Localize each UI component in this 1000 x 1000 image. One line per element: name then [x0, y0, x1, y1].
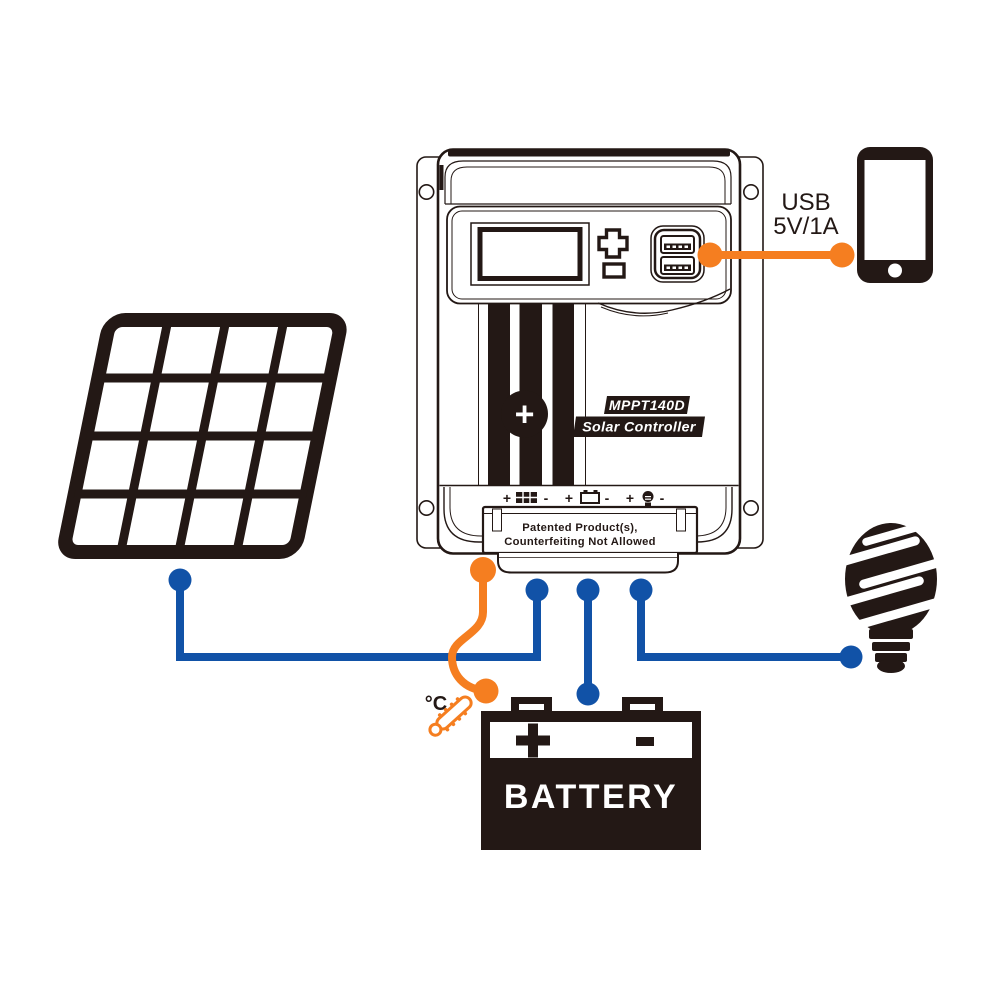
screw-hole-icon [418, 499, 435, 516]
battery-minus-label: - [605, 490, 610, 506]
solar-minus-label: - [544, 490, 549, 506]
usb-port-b-icon [660, 256, 695, 275]
usb-port-a-icon [660, 235, 695, 254]
cross-button[interactable] [597, 228, 629, 259]
product-badge: Solar Controller [573, 416, 705, 437]
screw-hole-icon [418, 184, 435, 201]
temperature-probe-icon [428, 695, 473, 737]
battery-mini-icon [580, 490, 600, 504]
screw-hole-icon [742, 184, 759, 201]
usb-ports[interactable] [650, 225, 705, 283]
patent-line1: Patented Product(s), [522, 522, 637, 534]
wire-dot [576, 578, 600, 602]
model-badge-label: MPPT140D [609, 397, 685, 413]
clip-left [492, 508, 502, 532]
wire-dot [576, 682, 600, 706]
connector-block: Patented Product(s), Counterfeiting Not … [481, 505, 699, 574]
heatsink-strip [448, 150, 730, 157]
battery-plus-symbol [516, 723, 550, 758]
bulb-base [869, 629, 913, 673]
top-bezel [444, 160, 732, 205]
patent-line2: Counterfeiting Not Allowed [504, 536, 656, 548]
side-mark [439, 165, 444, 190]
decor-stripes [478, 303, 586, 485]
load-plus-label: + [626, 490, 634, 506]
solar-wire [176, 580, 541, 661]
cfl-bulb-icon [826, 520, 953, 673]
battery-minus-symbol [636, 737, 654, 746]
blue-wires [176, 580, 851, 694]
connector-step [497, 553, 679, 574]
solar-panel-mini-icon [516, 492, 537, 503]
solar-plus-label: + [503, 490, 511, 506]
rect-button[interactable] [602, 262, 626, 279]
wire-dot [697, 242, 723, 268]
clip-right [676, 508, 686, 532]
load-wire [637, 590, 851, 661]
lcd-screen [470, 222, 590, 286]
model-badge: MPPT140D [604, 396, 690, 414]
orange-wire-dots [470, 242, 855, 704]
battery-terminal-tab [511, 697, 552, 713]
battery-terminal-tab [622, 697, 663, 713]
wire-dot [168, 568, 192, 592]
plus-emblem: + [501, 390, 548, 438]
smartphone-icon [857, 147, 933, 283]
temp-sensor-wire [447, 570, 487, 695]
load-minus-label: - [660, 490, 665, 506]
usb-output-line1: USB [781, 189, 830, 216]
home-button-icon [888, 263, 902, 278]
usb-output-line2: 5V/1A [773, 213, 838, 240]
bulb-mini-icon [642, 491, 654, 506]
solar-panel-icon [58, 313, 347, 559]
terminal-labels: + - + - + - [503, 490, 665, 506]
solar-controller: + MPPT140D Solar Controller + - + [416, 148, 764, 574]
wire-dot [473, 678, 499, 704]
wire-dot [470, 557, 496, 583]
blue-wire-dots [168, 568, 863, 706]
wire-dot [629, 578, 653, 602]
plus-emblem-label: + [515, 396, 535, 434]
wire-dot [839, 645, 863, 669]
product-badge-label: Solar Controller [582, 420, 697, 436]
wire-dot [525, 578, 549, 602]
screw-hole-icon [742, 499, 759, 516]
temp-unit-label: °C [425, 693, 447, 715]
battery-icon: BATTERY [481, 697, 701, 850]
orange-wires [447, 251, 842, 695]
battery-plus-label: + [565, 490, 573, 506]
wire-dot [829, 242, 855, 268]
battery-label: BATTERY [504, 778, 678, 816]
